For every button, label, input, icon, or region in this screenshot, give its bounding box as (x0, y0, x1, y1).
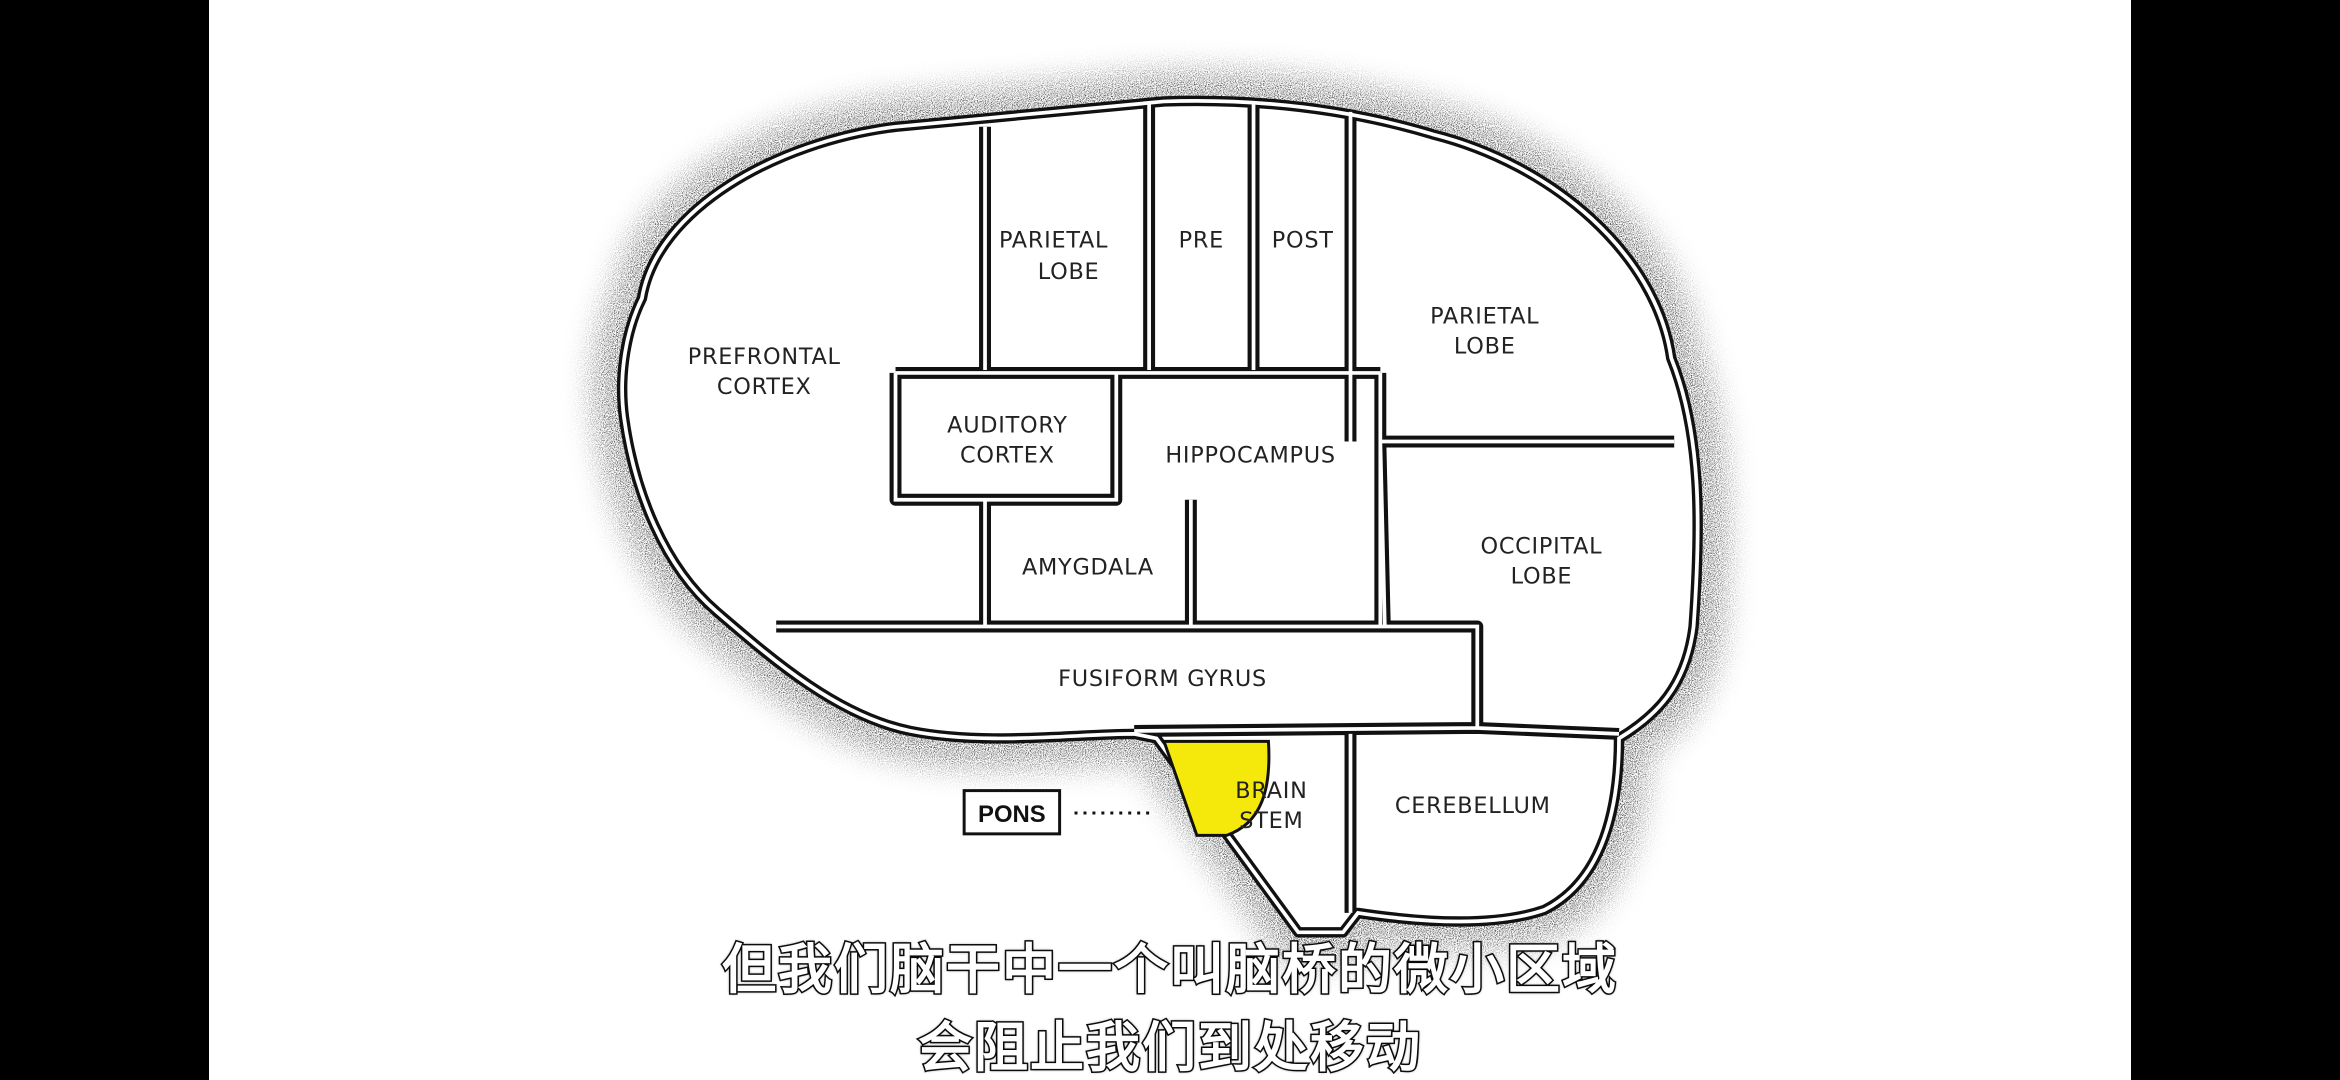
label-post: POST (1272, 228, 1334, 254)
subtitle-line-1: 但我们脑干中一个叫脑桥的微小区域 (721, 937, 1618, 1003)
pons-label: PONS (978, 801, 1046, 828)
label-auditory-2: CORTEX (960, 442, 1055, 468)
pons-highlight (1161, 739, 1271, 837)
label-pre: PRE (1179, 228, 1224, 254)
label-parietal-lobe-front: PARIETAL (999, 228, 1108, 254)
label-hippocampus: HIPPOCAMPUS (1165, 442, 1335, 468)
label-fusiform: FUSIFORM GYRUS (1058, 666, 1267, 692)
label-brain-stem: BRAIN (1235, 778, 1307, 804)
pons-callout: PONS (962, 789, 1154, 836)
region-labels: PARIETAL LOBE PRE POST PARIETAL LOBE PRE… (688, 228, 1602, 834)
label-parietal-lobe-back: PARIETAL (1430, 304, 1539, 330)
label-occipital-2: LOBE (1511, 563, 1573, 589)
label-prefrontal-2: CORTEX (717, 374, 812, 400)
label-brain-stem-2: STEM (1239, 808, 1303, 834)
label-prefrontal: PREFRONTAL (688, 344, 841, 370)
label-amygdala: AMYGDALA (1022, 554, 1154, 580)
label-auditory: AUDITORY (947, 413, 1067, 439)
label-cerebellum: CEREBELLUM (1395, 793, 1551, 819)
label-occipital: OCCIPITAL (1480, 533, 1602, 559)
label-parietal-lobe-back-2: LOBE (1454, 334, 1516, 360)
subtitle-line-2: 会阻止我们到处移动 (917, 1015, 1422, 1080)
label-parietal-lobe-front-2: LOBE (1038, 259, 1100, 285)
